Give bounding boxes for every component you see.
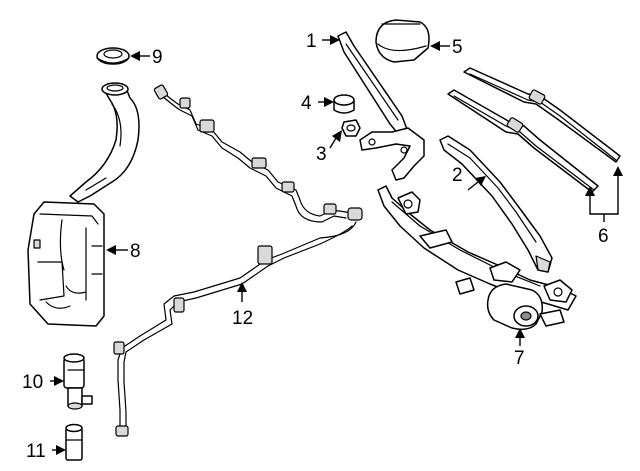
callout-8: 8: [130, 241, 141, 262]
part-2-wiper-arm: [439, 135, 553, 273]
part-8-washer-reservoir: [27, 82, 140, 327]
callout-4: 4: [301, 93, 312, 114]
callout-11: 11: [26, 441, 46, 462]
part-10-washer-pump: [63, 353, 93, 410]
part-12-washer-hose: [113, 221, 357, 437]
part-6-wiper-blades: [447, 67, 621, 193]
callout-6: 6: [598, 226, 609, 247]
callout-labels: 1 2 3 4 5 6 7 8 9 10 11 12: [22, 31, 609, 462]
part-4-nut-cap: [333, 94, 355, 114]
callout-9: 9: [152, 47, 163, 68]
part-1-wiper-arm: [337, 31, 425, 181]
callout-12: 12: [232, 308, 253, 329]
callout-3: 3: [316, 144, 327, 165]
callout-5: 5: [452, 37, 463, 58]
part-5-arm-cover: [375, 19, 430, 63]
callout-1: 1: [306, 31, 317, 52]
part-9-filler-seal: [96, 47, 130, 65]
part-7-linkage-motor: [377, 185, 577, 331]
callout-2: 2: [452, 165, 463, 186]
wiring-harness-upper: [153, 84, 363, 223]
callout-leaders: [50, 35, 623, 455]
callout-7: 7: [514, 348, 525, 369]
callout-10: 10: [22, 372, 43, 393]
part-11-pump-grommet: [65, 423, 83, 461]
part-3-nut: [341, 119, 361, 137]
